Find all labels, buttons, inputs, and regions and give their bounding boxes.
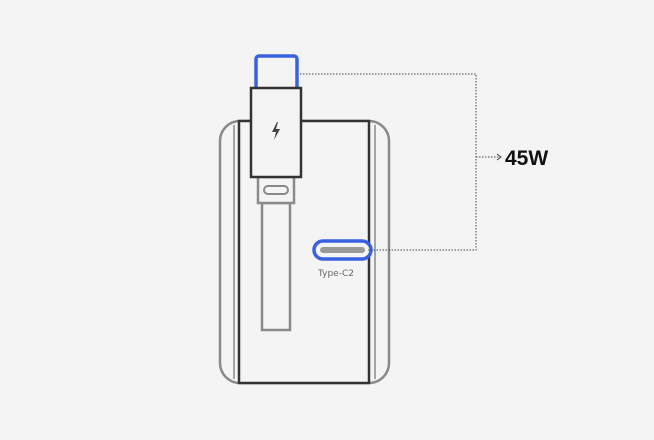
dotted-bracket [300,73,477,251]
lightning-bolt-icon [272,122,280,140]
power-label: 45W [505,147,548,170]
port-label: Type-C2 [317,269,354,279]
arrow-head-icon [496,153,502,161]
type-c2-port: Type-C2 [312,239,373,279]
connector-lines [300,73,500,251]
port-slot [320,247,365,253]
cable-pill-mark [263,185,289,195]
usb-c-cable [249,54,303,332]
